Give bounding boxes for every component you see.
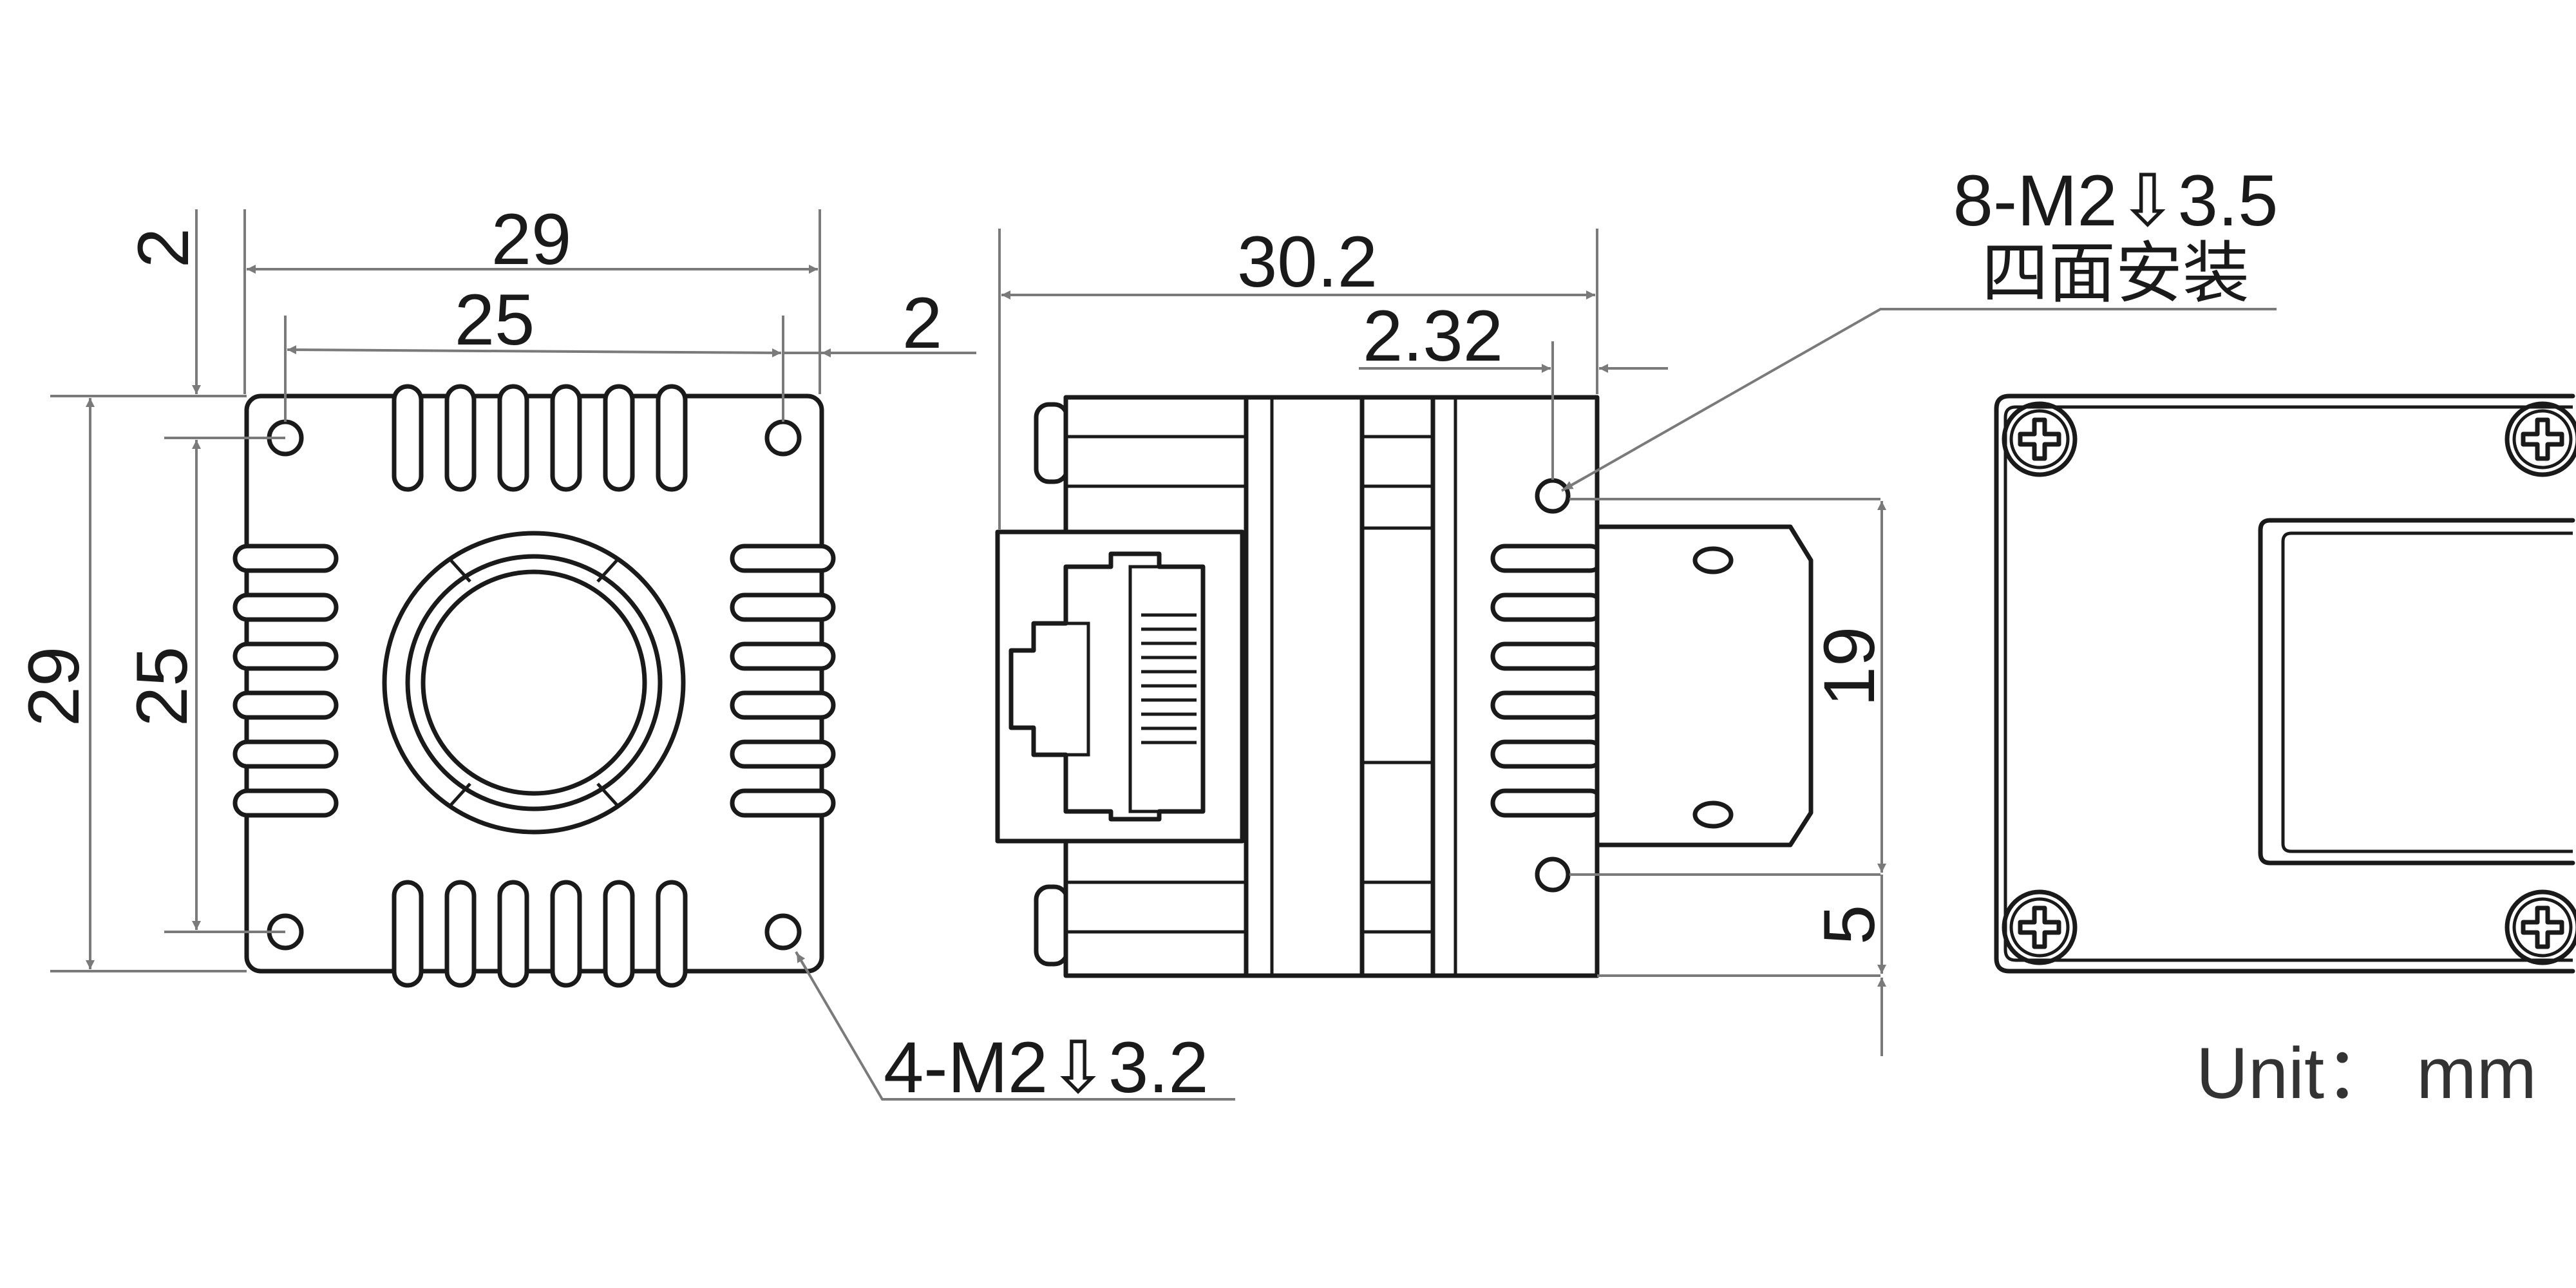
fin-bottom bbox=[392, 880, 424, 988]
fin-right bbox=[730, 592, 836, 622]
side-fin bbox=[1490, 788, 1605, 818]
fin-top bbox=[656, 384, 688, 492]
side-middle-band bbox=[1244, 395, 1365, 978]
fin-left bbox=[232, 544, 339, 573]
unit-label: Unit： mm bbox=[2196, 1033, 2537, 1113]
screw-head bbox=[2002, 889, 2078, 965]
fin-top bbox=[497, 384, 529, 492]
fin-right bbox=[730, 544, 836, 573]
front-view bbox=[232, 384, 836, 988]
side-hole-note-line2: 四面安装 bbox=[1982, 234, 2249, 312]
fin-left bbox=[232, 690, 339, 720]
side-heat-sink-fins bbox=[1490, 544, 1605, 818]
lens-mount-outer bbox=[382, 531, 686, 835]
dim-side-hole-spacing: 19 bbox=[1809, 627, 1889, 707]
side-hole-note-line1: 8-M2⇩3.5 bbox=[1953, 160, 2278, 241]
screw-rim bbox=[2009, 409, 2070, 469]
side-hole-top bbox=[1535, 478, 1571, 514]
screw-rim bbox=[2512, 409, 2573, 469]
screw-head bbox=[2505, 889, 2576, 965]
phillips-cross-icon bbox=[2521, 417, 2564, 461]
front-hole-note: 4-M2⇩3.2 bbox=[884, 1027, 1209, 1108]
ethernet-port-pins bbox=[1141, 613, 1197, 744]
fin-right bbox=[730, 690, 836, 720]
dim-front-height: 29 bbox=[14, 647, 94, 727]
mount-hole-top-right bbox=[764, 419, 802, 457]
side-front-section bbox=[1359, 395, 1435, 978]
side-hole-bottom bbox=[1535, 857, 1571, 893]
ethernet-connector-housing bbox=[995, 529, 1245, 844]
side-fin bbox=[1490, 592, 1605, 622]
front-hole-leader bbox=[795, 951, 1235, 1101]
fin-right bbox=[730, 739, 836, 769]
dim-front-hole-width: 25 bbox=[455, 279, 535, 360]
fin-left bbox=[232, 592, 339, 622]
fin-bottom bbox=[550, 880, 582, 988]
fin-top bbox=[550, 384, 582, 492]
screw-rim bbox=[2512, 897, 2573, 958]
dim-side-length: 30.2 bbox=[1237, 222, 1378, 302]
rear-view bbox=[1994, 393, 2576, 974]
dim-side-hole-edge: 5 bbox=[1809, 905, 1889, 945]
dim-front-hole-height: 25 bbox=[122, 647, 202, 727]
side-view bbox=[995, 395, 1814, 978]
front-dimensions: 29 25 2 2 29 25 4-M2⇩3.2 bbox=[14, 199, 1235, 1108]
side-hole-leader bbox=[1561, 308, 2277, 492]
fin-top bbox=[444, 384, 477, 492]
dim-front-hole-width-line bbox=[287, 345, 782, 357]
rear-body-outline bbox=[1994, 393, 2575, 974]
fin-bottom bbox=[444, 880, 477, 988]
mount-hole-bottom-right bbox=[764, 913, 802, 951]
side-lens-tube bbox=[1595, 524, 1814, 848]
lens-mount-ring bbox=[405, 554, 663, 811]
dim-front-right-edge: 2 bbox=[902, 283, 942, 363]
lens-mount-tabs bbox=[450, 559, 618, 806]
side-fin bbox=[1490, 690, 1605, 720]
front-body-outline bbox=[244, 393, 824, 974]
screw-head bbox=[2002, 401, 2078, 477]
fin-left bbox=[232, 641, 339, 671]
fin-bottom bbox=[603, 880, 635, 988]
front-heat-sink-fins bbox=[232, 384, 836, 988]
phillips-cross-icon bbox=[2521, 905, 2564, 949]
lens-mount-inner bbox=[421, 569, 647, 796]
dim-front-top-edge: 2 bbox=[123, 228, 204, 268]
dim-side-hole-offset: 2.32 bbox=[1363, 296, 1503, 376]
fin-left bbox=[232, 739, 339, 769]
fin-bottom bbox=[497, 880, 529, 988]
fin-right bbox=[730, 788, 836, 818]
screw-head bbox=[2505, 401, 2576, 477]
phillips-cross-icon bbox=[2018, 417, 2061, 461]
fin-bottom bbox=[656, 880, 688, 988]
phillips-cross-icon bbox=[2018, 905, 2061, 949]
fin-left bbox=[232, 788, 339, 818]
screw-rim bbox=[2009, 897, 2070, 958]
ethernet-port-outline bbox=[1009, 551, 1206, 822]
rear-connector-recess bbox=[2258, 518, 2575, 866]
fin-right bbox=[730, 641, 836, 671]
side-dimensions: 30.2 2.32 8-M2⇩3.5 四面安装 19 5 bbox=[998, 160, 2278, 1056]
fin-top bbox=[603, 384, 635, 492]
fin-top bbox=[392, 384, 424, 492]
side-fin bbox=[1490, 544, 1605, 573]
side-fin bbox=[1490, 739, 1605, 769]
dim-front-width: 29 bbox=[491, 199, 572, 279]
rear-screws bbox=[2002, 401, 2576, 965]
side-fin bbox=[1490, 641, 1605, 671]
